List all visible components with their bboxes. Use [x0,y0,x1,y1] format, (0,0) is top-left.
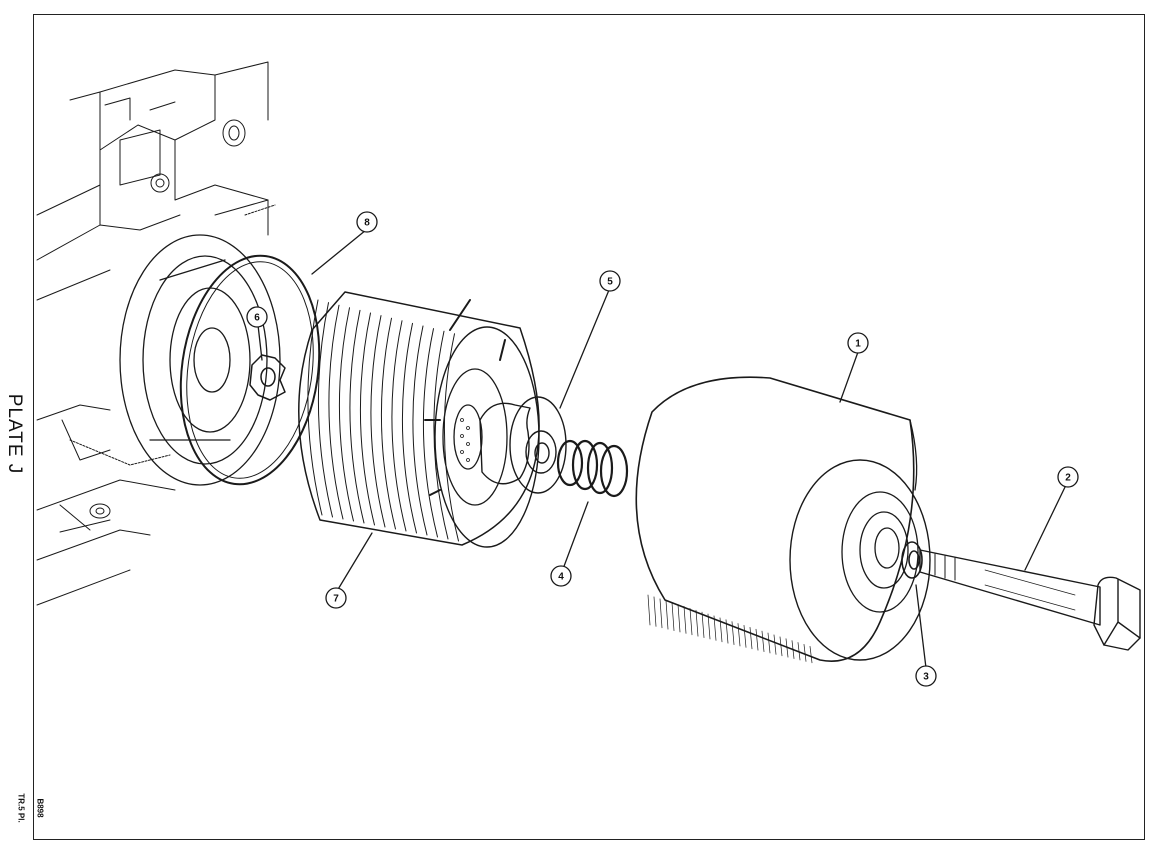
pleat-line [359,312,375,526]
hatch-line [701,611,705,638]
spring-retainer [479,396,567,494]
filter-bowl [635,376,931,664]
callout-label: 5 [607,277,613,288]
hatch-line [743,625,747,648]
rotor-washer [249,354,286,401]
pleat-line [391,320,407,532]
hatch-line [797,642,801,661]
hatch-line [767,632,771,654]
hatch-line [695,609,699,637]
hatch-line [677,604,681,633]
hatch-line [761,630,765,652]
callout-circle [915,665,937,687]
pleat-line [443,333,459,542]
callout-circle [325,587,347,609]
callout-label: 2 [1065,473,1071,484]
pleat-line [317,302,333,518]
hatch-line [809,645,813,664]
hatch-line [725,619,729,644]
callout-label: 1 [855,339,861,350]
pleat-line [433,330,449,540]
leader-lines [257,229,1067,669]
pleat-line [338,307,354,522]
callout-circle [599,270,621,292]
hatch-line [647,594,651,626]
hatch-line [773,634,777,655]
callout-8: 8 [356,211,378,233]
callout-4: 4 [550,565,572,587]
callout-circle [1057,466,1079,488]
callout-label: 4 [558,572,564,583]
callout-circle [246,306,268,328]
pleat-line [401,322,417,534]
sealing-washer [901,541,923,579]
coil-spring [556,439,629,498]
callout-circle [847,332,869,354]
pleat-line [307,299,323,516]
pleat-line [328,304,344,520]
callout-markers: 1 2 3 4 5 6 7 8 [246,211,1079,687]
callout-circle [356,211,378,233]
hatch-line [689,607,693,636]
filter-head-flange [119,234,281,486]
hatch-line [683,606,687,634]
hatch-line [737,623,741,647]
element-pleats [307,299,459,542]
engine-block [36,61,276,606]
callout-5: 5 [599,270,621,292]
hatch-line [791,640,795,659]
hatch-line [665,600,669,630]
hatch-line [707,613,711,640]
hatch-line [749,626,753,650]
pleat-line [370,315,386,528]
bowl-shading [647,594,813,664]
pleat-line [349,309,365,524]
hatch-line [755,628,759,651]
callout-label: 6 [254,313,260,324]
callout-label: 8 [364,218,370,229]
callout-7: 7 [325,587,347,609]
callout-label: 7 [333,594,339,605]
pleat-line [380,317,396,530]
hatch-line [785,638,789,658]
hatch-line [713,615,717,641]
callout-2: 2 [1057,466,1079,488]
callout-6: 6 [246,306,268,328]
centre-bolt [919,549,1141,651]
hatch-line [653,596,657,627]
hatch-line [731,621,735,645]
sealing-ring [179,254,321,486]
hatch-line [671,602,675,631]
pleated-filter-element [298,291,540,548]
pleat-line [412,325,428,536]
hatch-line [659,598,663,629]
hatch-line [803,644,807,662]
hatch-line [719,617,723,643]
hatch-line [779,636,783,657]
callout-label: 3 [923,672,929,683]
callout-1: 1 [847,332,869,354]
callout-3: 3 [915,665,937,687]
callout-circle [550,565,572,587]
drawing-frame [33,14,1145,840]
pleat-line [422,328,438,538]
